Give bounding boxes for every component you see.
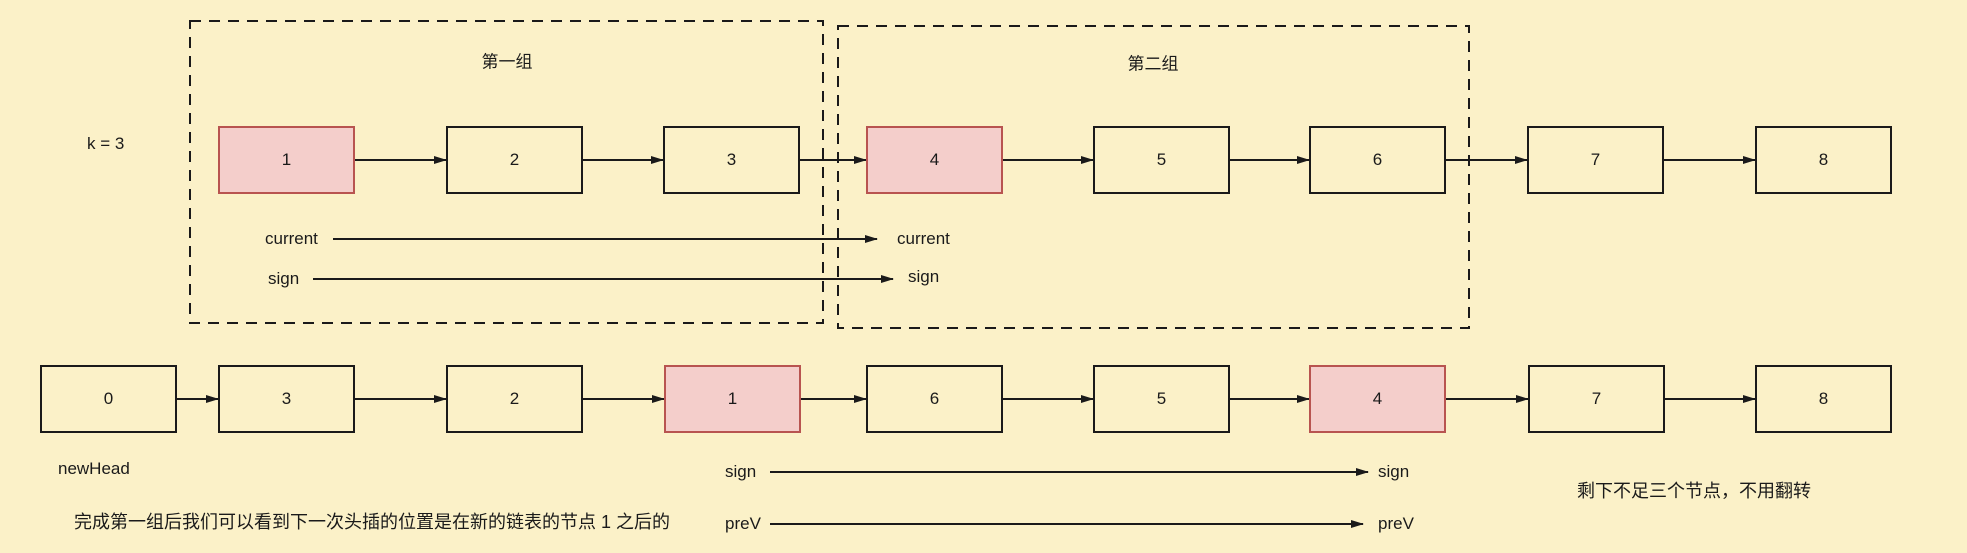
node-bottom-5: 5 bbox=[1093, 365, 1230, 433]
newhead-label: newHead bbox=[58, 459, 130, 478]
current-label-left: current bbox=[265, 229, 318, 248]
k-value-label: k = 3 bbox=[87, 134, 125, 153]
node-bottom-6: 6 bbox=[866, 365, 1003, 433]
note-head-insert-position: 完成第一组后我们可以看到下一次头插的位置是在新的链表的节点 1 之后的 bbox=[74, 512, 671, 532]
node-bottom-2: 2 bbox=[446, 365, 583, 433]
sign-bottom-label-left: sign bbox=[725, 462, 757, 481]
node-top-2: 2 bbox=[446, 126, 583, 194]
node-top-1: 1 bbox=[218, 126, 355, 194]
node-bottom-8: 8 bbox=[1755, 365, 1892, 433]
group2-label: 第二组 bbox=[1127, 54, 1179, 74]
node-bottom-0: 0 bbox=[40, 365, 177, 433]
node-top-7: 7 bbox=[1527, 126, 1664, 194]
node-bottom-4: 4 bbox=[1309, 365, 1446, 433]
sign-top-label-right: sign bbox=[908, 267, 940, 286]
prev-label-left: preV bbox=[725, 514, 761, 533]
node-bottom-1: 1 bbox=[664, 365, 801, 433]
node-top-4: 4 bbox=[866, 126, 1003, 194]
current-label-right: current bbox=[897, 229, 950, 248]
node-top-8: 8 bbox=[1755, 126, 1892, 194]
group1-label: 第一组 bbox=[481, 52, 533, 72]
node-bottom-7: 7 bbox=[1528, 365, 1665, 433]
node-top-5: 5 bbox=[1093, 126, 1230, 194]
node-top-6: 6 bbox=[1309, 126, 1446, 194]
node-top-3: 3 bbox=[663, 126, 800, 194]
sign-top-label-left: sign bbox=[268, 269, 300, 288]
note-remaining-nodes: 剩下不足三个节点，不用翻转 bbox=[1577, 481, 1811, 501]
prev-label-right: preV bbox=[1378, 514, 1414, 533]
sign-bottom-label-right: sign bbox=[1378, 462, 1410, 481]
node-bottom-3: 3 bbox=[218, 365, 355, 433]
